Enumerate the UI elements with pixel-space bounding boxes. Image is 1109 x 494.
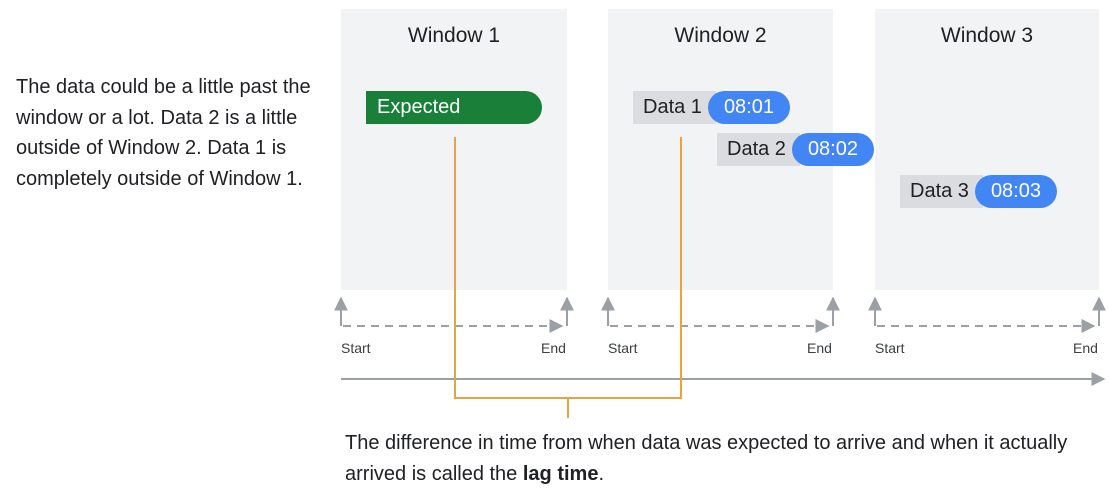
window-1-title: Window 1 [407,24,501,47]
caption-prefix: The difference in time from when data wa… [345,432,1068,485]
data-1-pill: Data 1 08:01 [633,91,790,124]
caption-bold-term: lag time [522,463,599,485]
data-2-pill: Data 2 08:02 [717,133,874,166]
lag-time-bracket [454,137,682,399]
data-3-pill: Data 3 08:03 [900,175,1057,208]
description-text: The data could be a little past the wind… [16,76,311,190]
data-3-time: 08:03 [974,175,1057,208]
data-1-label: Data 1 [633,91,716,124]
window-2-end-label: End [807,340,832,356]
lag-time-caption: The difference in time from when data wa… [345,428,1105,490]
expected-pill: Expected [366,91,542,124]
data-2-time: 08:02 [791,133,874,166]
data-2-label: Data 2 [717,133,800,166]
window-3-end-label: End [1073,340,1098,356]
caption-suffix: . [598,463,605,485]
window-3-box: Window 3 [875,9,1099,290]
window-1-start-label: Start [341,340,371,356]
window-3-title: Window 3 [940,24,1034,47]
window-2-start-label: Start [608,340,638,356]
data-1-time: 08:01 [707,91,790,124]
data-3-label: Data 3 [900,175,983,208]
window-1-end-label: End [541,340,566,356]
window-2-title: Window 2 [674,24,767,47]
window-3-start-label: Start [875,340,905,356]
